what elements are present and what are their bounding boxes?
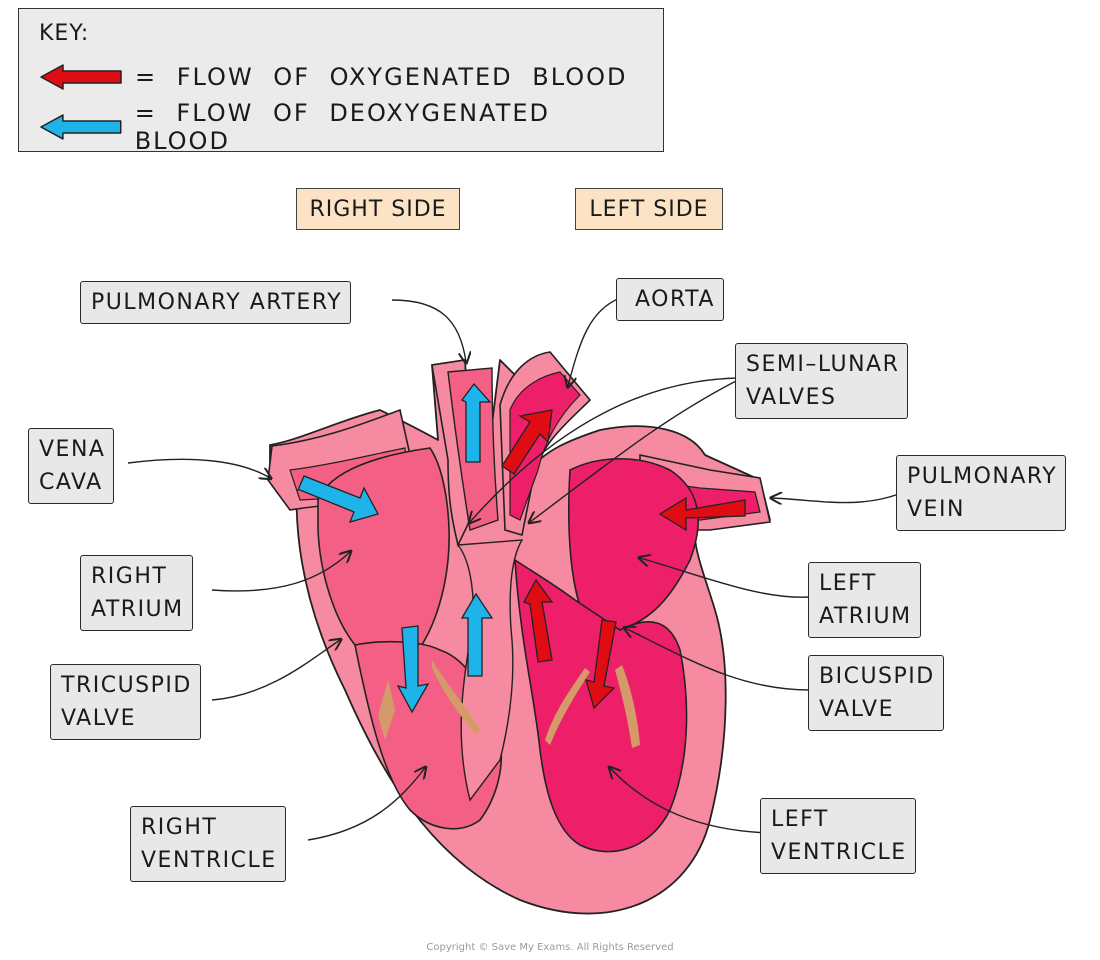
leader-left-ventricle	[610, 768, 769, 834]
leader-aorta	[568, 297, 621, 386]
key-row-deoxygenated: = FLOW OF DEOXYGENATED BLOOD	[37, 99, 663, 155]
key-row-oxygenated: = FLOW OF OXYGENATED BLOOD	[37, 57, 628, 97]
key-box: KEY: = FLOW OF OXYGENATED BLOOD = FLOW O…	[18, 8, 664, 155]
left-atrium-chamber	[567, 458, 699, 631]
right-side-tag: RIGHT SIDE	[296, 188, 460, 230]
red-arrow-left-atrium-down	[585, 619, 617, 710]
label-bicuspid-valve: BICUSPID VALVE	[808, 655, 944, 731]
aorta-lumen	[509, 371, 581, 521]
label-pulmonary-artery: PULMONARY ARTERY	[80, 281, 352, 324]
leader-tricuspid	[211, 640, 340, 701]
label-right-atrium: RIGHT ATRIUM	[80, 555, 193, 631]
red-arrow-icon	[40, 64, 122, 90]
bicuspid-valve-leaf-1	[545, 668, 590, 745]
blue-arrow-right-atrium-down	[396, 625, 430, 714]
leader-right-ventricle	[307, 768, 425, 841]
red-arrow-pulmonary-vein	[658, 496, 746, 532]
red-arrow-left-ventricle-up	[523, 578, 554, 663]
label-right-ventricle: RIGHT VENTRICLE	[130, 806, 286, 882]
label-pulmonary-vein: PULMONARY VEIN	[896, 455, 1067, 531]
label-left-atrium: LEFT ATRIUM	[808, 562, 921, 638]
key-deoxygenated-text: = FLOW OF DEOXYGENATED BLOOD	[134, 99, 550, 155]
blue-arrow-vena-cava	[297, 475, 379, 523]
red-arrow-aorta	[501, 409, 553, 475]
label-vena-cava: VENA CAVA	[28, 428, 115, 504]
tricuspid-valve-leaf-2	[432, 660, 480, 735]
blue-arrow-pulmonary-artery	[461, 382, 492, 463]
label-left-ventricle: LEFT VENTRICLE	[760, 798, 916, 874]
leader-semilunar-2	[530, 379, 739, 522]
blue-arrow-icon	[40, 114, 122, 140]
blue-arrow-right-ventricle-up	[460, 592, 494, 677]
leader-bicuspid	[625, 628, 811, 691]
leader-vena-cava	[127, 458, 270, 478]
leader-right-atrium	[211, 552, 350, 592]
leader-left-atrium	[640, 558, 811, 598]
label-semilunar-valves: SEMI–LUNAR VALVES	[735, 343, 909, 419]
copyright-text: Copyright © Save My Exams. All Rights Re…	[426, 942, 674, 953]
left-side-tag: LEFT SIDE	[575, 188, 723, 230]
bicuspid-valve-leaf-2	[615, 665, 640, 748]
tricuspid-valve-leaf-1	[378, 680, 395, 740]
key-title: KEY:	[39, 21, 90, 46]
label-tricuspid-valve: TRICUSPID VALVE	[50, 664, 201, 740]
leader-semilunar-1	[470, 377, 739, 522]
label-aorta: AORTA	[616, 278, 724, 321]
leader-pulmonary-artery	[391, 299, 466, 362]
leader-pulmonary-vein	[772, 491, 905, 503]
key-oxygenated-text: = FLOW OF OXYGENATED BLOOD	[135, 63, 628, 91]
